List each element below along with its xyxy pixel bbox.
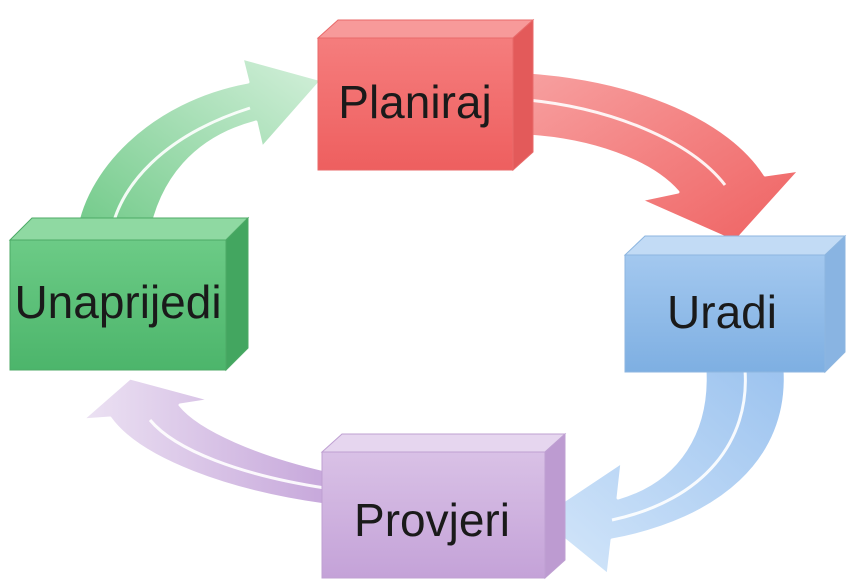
node-act: Unaprijedi [8, 216, 250, 372]
arrow-act-to-plan [73, 56, 324, 240]
node-label-check: Provjeri [354, 494, 510, 546]
node-check: Provjeri [320, 432, 567, 580]
arrow-plan-to-do [526, 70, 802, 244]
node-label-do: Uradi [667, 286, 777, 338]
node-label-act: Unaprijedi [14, 276, 221, 328]
arrow-check-to-act [80, 376, 327, 507]
node-label-plan: Planiraj [338, 76, 491, 128]
node-do: Uradi [623, 234, 847, 374]
node-plan: Planiraj [316, 18, 535, 172]
arrow-do-to-check [536, 368, 787, 577]
